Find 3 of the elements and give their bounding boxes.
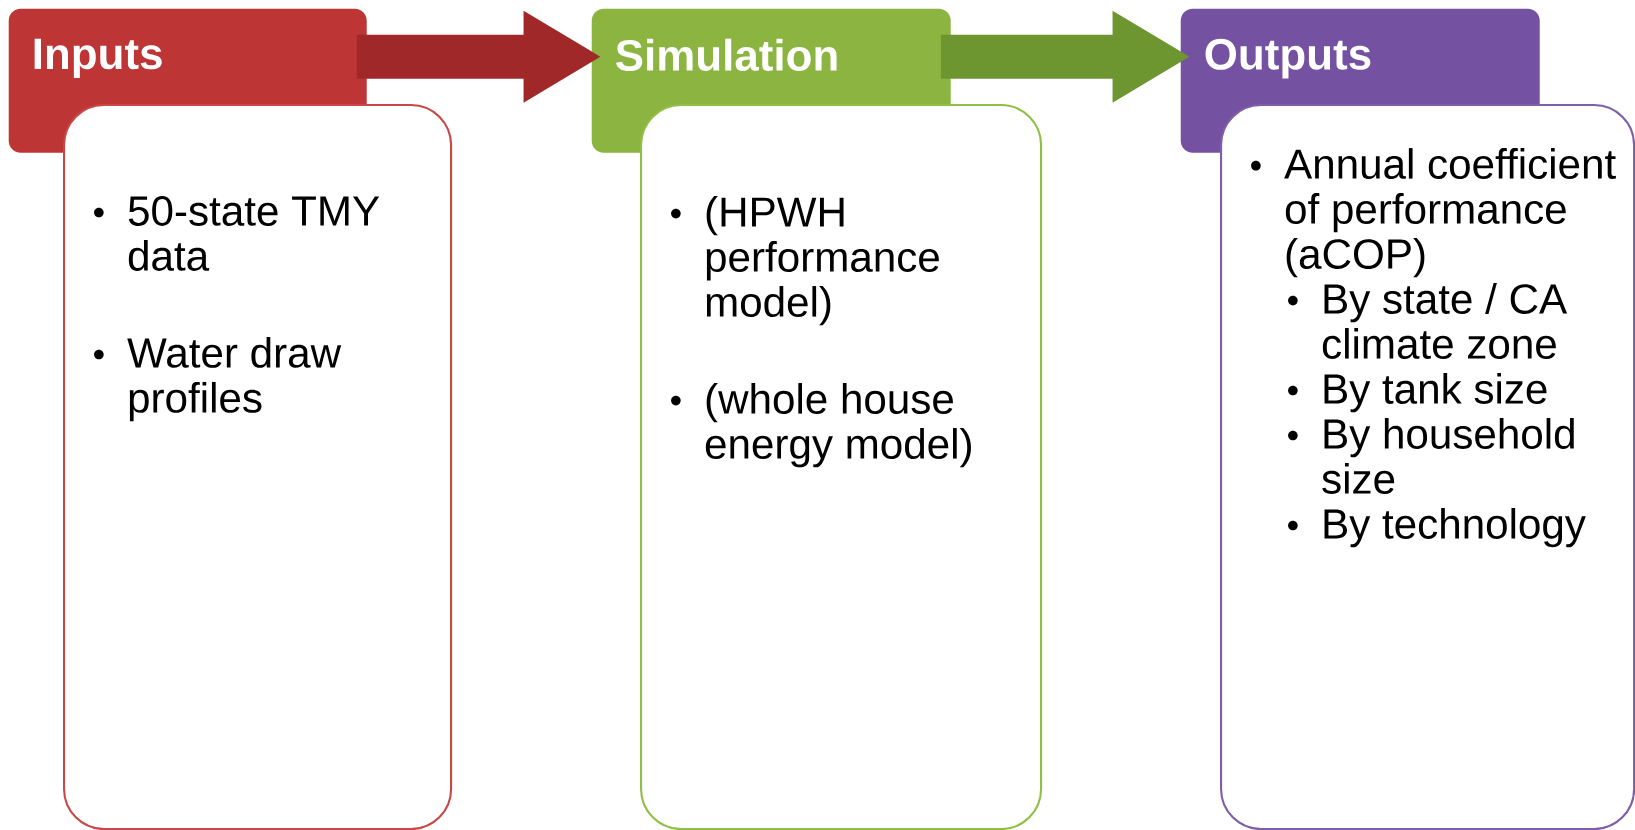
content-box: Annual coefficient of performance (aCOP) By state / CA climate zone By tank size By household size By technology [1220,104,1635,830]
content-box: 50-state TMY data Water draw profiles [63,104,453,830]
content-box: (HPWH performance model) (whole house energy model) [640,104,1043,830]
